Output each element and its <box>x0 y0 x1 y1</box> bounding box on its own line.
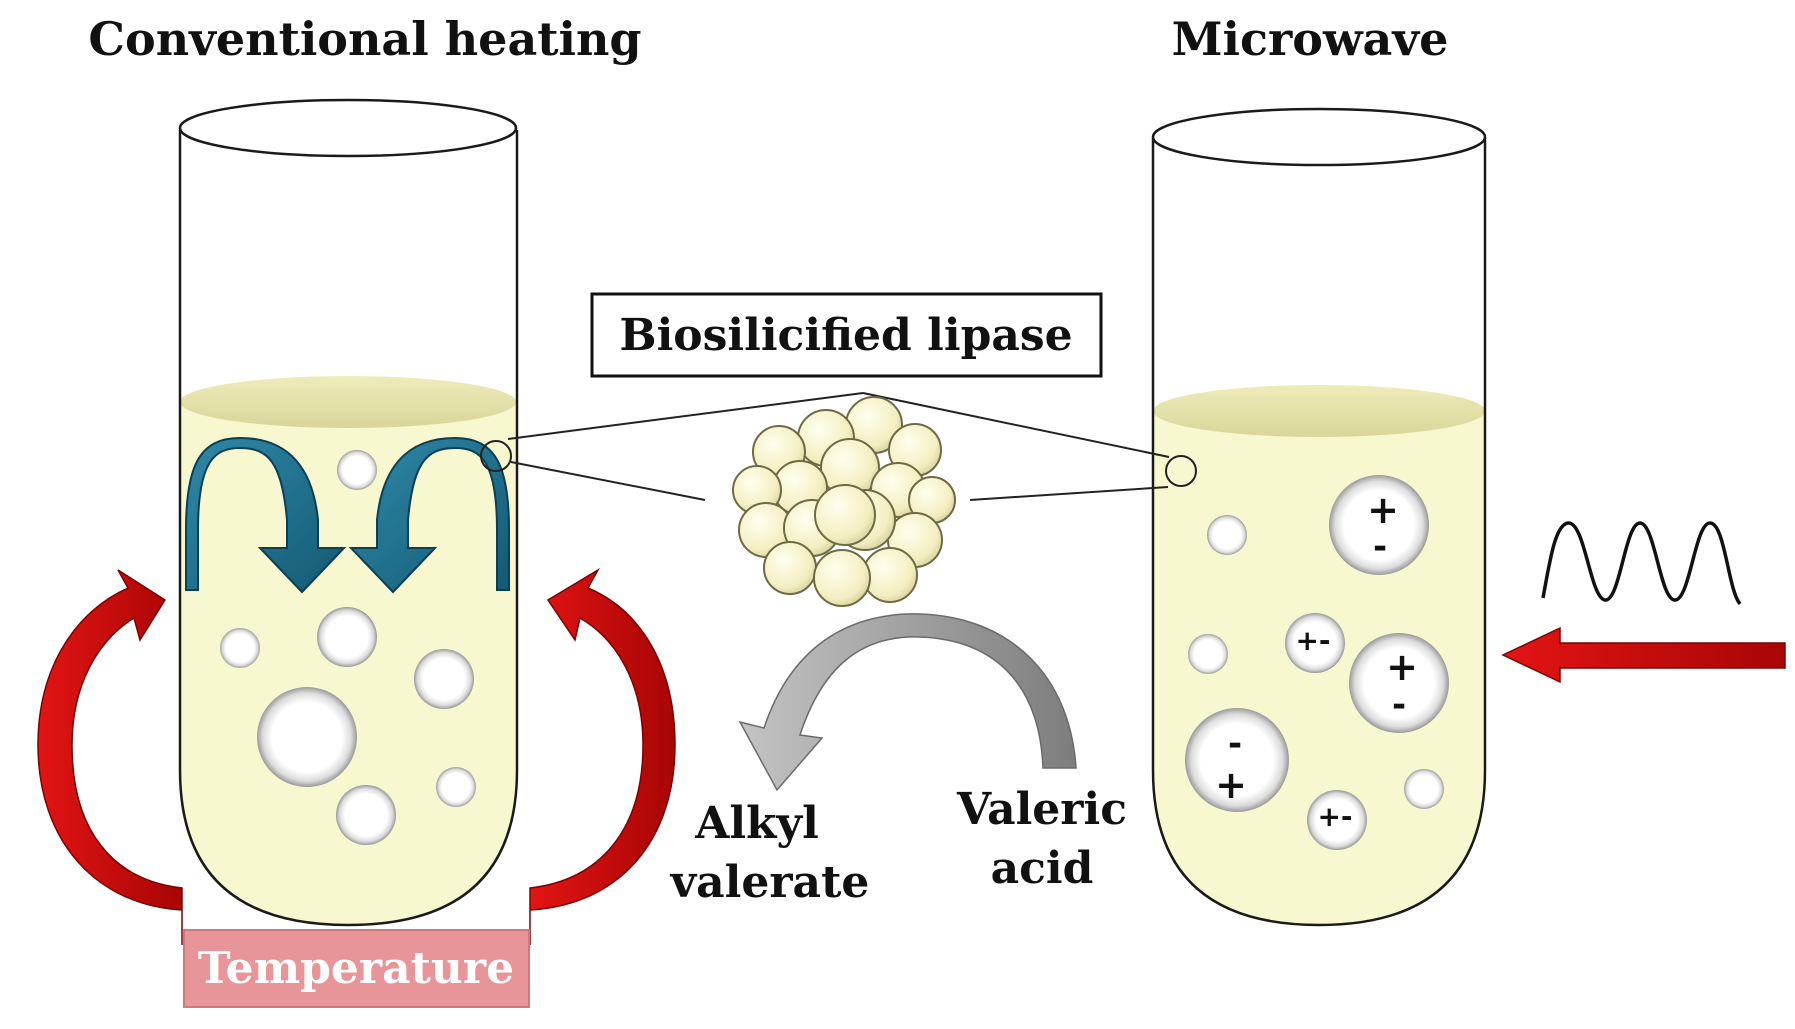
temperature-label: Temperature <box>198 943 514 994</box>
zoom-circle-right <box>1165 455 1197 487</box>
microwave-arrow-icon <box>1501 626 1786 684</box>
bubble <box>317 607 377 667</box>
left-liquid-surface <box>180 376 516 428</box>
heating-arrows <box>37 567 676 945</box>
bubble <box>220 628 260 668</box>
bubble <box>337 450 377 490</box>
zoom-lines <box>480 392 1197 501</box>
charge-plus-minus: +- <box>1317 800 1352 833</box>
charged-bubble: + - <box>1329 475 1429 575</box>
charge-minus: - <box>1228 724 1242 764</box>
heat-arrow-left <box>37 569 183 945</box>
product-label-line1: Alkyl <box>694 798 819 849</box>
right-liquid-surface <box>1153 385 1485 437</box>
convection-arrow-right <box>348 436 510 594</box>
right-tube-wall <box>1151 138 1487 927</box>
left-tube-mouth <box>178 98 518 158</box>
temperature-box <box>183 929 530 1008</box>
title-microwave: Microwave <box>1172 12 1449 66</box>
right-bubbles: + - +- + - - + +- <box>1185 475 1449 850</box>
substrate-label-line1: Valeric <box>956 784 1127 835</box>
charged-bubble: - + <box>1185 708 1289 812</box>
reaction-arrow-icon <box>738 613 1077 792</box>
left-bubbles <box>220 450 476 845</box>
lipase-cluster-icon <box>732 396 956 607</box>
charged-bubble: +- <box>1285 613 1345 673</box>
charge-plus: + <box>1215 763 1247 807</box>
charged-bubble: +- <box>1307 790 1367 850</box>
charged-bubble: + - <box>1349 633 1449 733</box>
zoom-circle-left <box>480 440 512 472</box>
charge-minus: - <box>1373 527 1387 567</box>
substrate-label-line2: acid <box>991 843 1094 894</box>
bubble <box>414 649 474 709</box>
heat-arrow-right <box>529 567 676 945</box>
title-conventional-heating: Conventional heating <box>88 12 641 66</box>
charge-plus: + <box>1367 488 1399 532</box>
enzyme-label-box <box>590 292 1103 378</box>
bubble <box>1404 769 1444 809</box>
bubble <box>257 687 357 787</box>
bubble <box>1207 515 1247 555</box>
convection-arrow-left <box>185 436 347 594</box>
enzyme-label: Biosilicified lipase <box>619 310 1072 361</box>
left-tube-wall <box>178 130 519 927</box>
charge-plus: + <box>1386 645 1418 689</box>
charge-plus-minus: +- <box>1295 624 1330 657</box>
bubble <box>1188 634 1228 674</box>
right-tube-mouth <box>1151 107 1487 167</box>
microwave-wave-icon <box>1541 521 1742 606</box>
bubble <box>436 767 476 807</box>
charge-minus: - <box>1392 685 1406 725</box>
bubble <box>336 785 396 845</box>
convection-arrows <box>185 436 510 594</box>
product-label-line2: valerate <box>670 857 870 908</box>
